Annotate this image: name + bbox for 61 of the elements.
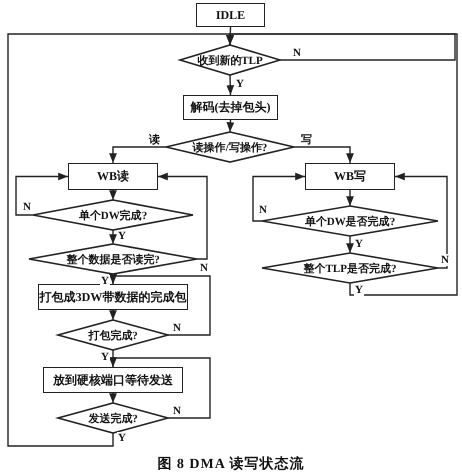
process-box [305,163,395,190]
figure-caption: 图 8 DMA 读写状态流 [156,455,306,473]
edge-label: 读 [148,134,161,146]
edge-label: N [440,254,450,266]
arrow [109,190,117,200]
edge-label: Y [100,275,110,287]
edge-label: N [258,204,268,216]
edge-label: Y [354,238,364,250]
decision-diamond [262,253,438,283]
node-label: 放到硬核端口等待发送 [53,372,173,388]
arrow [395,172,448,269]
arrow [226,74,234,96]
decision-diamond [33,200,193,230]
process-box [196,3,265,27]
edge-label: Y [117,432,127,444]
process-box [68,163,158,190]
node-label: WB读 [96,168,129,185]
node-label: 单个DW完成? [78,208,148,222]
arrow [15,172,68,216]
edge-label: N [22,201,32,213]
process-box [38,284,188,310]
arrow [109,274,211,336]
arrow [346,236,354,253]
node-label: 打包完成? [88,328,138,342]
process-box [43,367,183,393]
arrow [109,230,117,244]
decision-diamond [180,45,280,75]
arrow [294,146,354,163]
decision-diamond [29,244,197,274]
node-label: 整个数据是否读完? [66,252,160,266]
node-label: IDLE [216,8,246,22]
node-label: 解码(去掉包头) [190,99,270,116]
node-label: 发送完成? [88,412,138,426]
edge-label: N [199,262,209,274]
arrow [109,357,211,419]
arrow [109,310,117,320]
edge-label: Y [117,230,127,242]
edge-label: N [292,47,302,59]
edge-label: 写 [300,134,313,146]
arrow [346,190,354,206]
arrow [109,393,117,403]
node-label: 单个DW是否完成? [304,214,396,228]
arrow [158,172,208,260]
arrow [226,33,458,296]
edge-label: N [172,405,182,417]
edge-label: Y [354,284,364,296]
edge-label: Y [235,78,245,90]
node-label: WB写 [334,168,366,185]
node-label: 读操作/写操作? [192,140,268,154]
decision-diamond [58,403,168,433]
node-label: 打包成3DW带数据的完成包 [40,288,186,306]
arrow [226,120,234,132]
decision-diamond [58,320,168,350]
node-label: 整个TLP是否完成? [304,262,396,276]
decision-diamond [166,132,294,162]
arrow [109,146,166,163]
arrow [252,172,305,222]
process-box [183,95,278,120]
edge-label: N [172,322,182,334]
edge-label: Y [100,351,110,363]
node-label: 收到新的TLP [197,54,263,68]
